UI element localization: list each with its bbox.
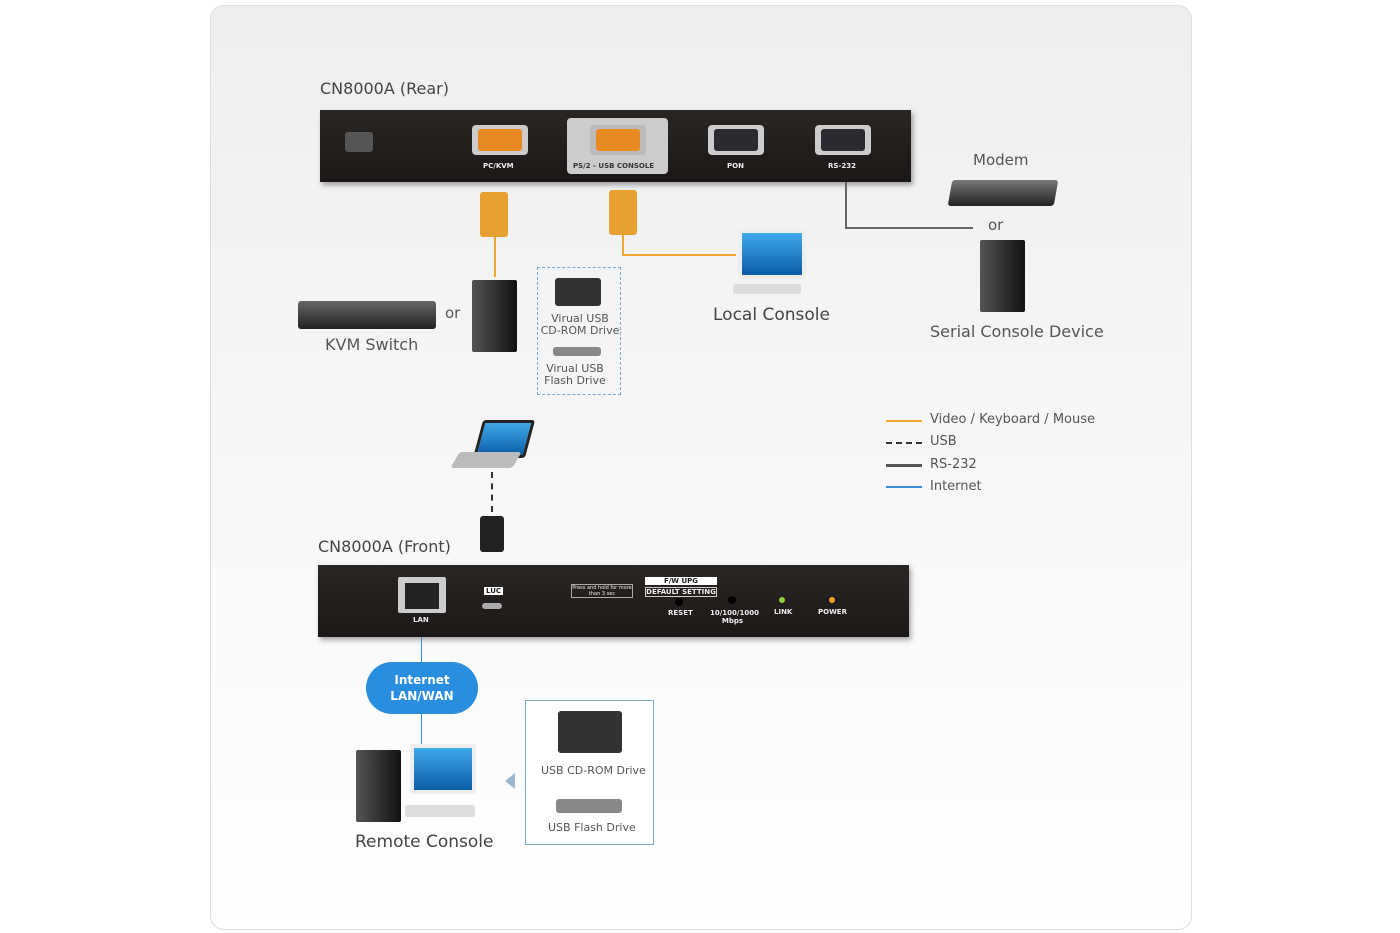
vkm-line <box>494 237 496 277</box>
rear-panel: PC/KVM PS/2 - USB CONSOLE PON RS-232 <box>320 110 911 182</box>
vga-connector-icon <box>609 190 637 235</box>
cd-rom-icon <box>555 278 601 306</box>
arrow-icon <box>505 773 515 789</box>
usb-cd-label: USB CD-ROM Drive <box>541 764 646 777</box>
reset-button[interactable] <box>675 598 683 606</box>
serial-console-label: Serial Console Device <box>930 322 1104 341</box>
rear-title: CN8000A (Rear) <box>320 79 449 98</box>
kvm-switch-icon <box>298 301 436 329</box>
lan-wan-label: LAN/WAN <box>390 689 454 703</box>
press-hold-label: Press and hold for more than 3 sec <box>571 584 633 598</box>
flash-drive-icon <box>556 799 622 813</box>
lan-label: LAN <box>413 616 429 624</box>
computer-icon <box>472 280 517 352</box>
kvm-switch-label: KVM Switch <box>325 335 419 354</box>
port-label: PS/2 - USB CONSOLE <box>573 162 655 170</box>
power-led <box>829 597 835 603</box>
remote-console-label: Remote Console <box>355 832 494 852</box>
modem-icon <box>947 180 1059 206</box>
local-console-label: Local Console <box>713 305 830 325</box>
console-port <box>590 125 646 155</box>
keyboard-icon <box>733 284 801 294</box>
power-jack-icon <box>345 132 373 152</box>
mini-usb-port <box>482 603 502 609</box>
or-label: or <box>445 304 461 322</box>
rs232-port <box>815 125 871 155</box>
port-label: PON <box>727 162 744 170</box>
remote-pc-icon <box>356 750 401 822</box>
lan-port <box>398 577 446 613</box>
luc-label: LUC <box>484 587 504 595</box>
modem-label: Modem <box>973 151 1029 169</box>
usb-line <box>491 472 493 512</box>
internet-label: Internet <box>394 673 450 687</box>
port-label: PC/KVM <box>483 162 514 170</box>
cd-rom-icon <box>558 711 622 753</box>
legend-item: Video / Keyboard / Mouse <box>930 412 1096 427</box>
keyboard-icon <box>405 805 475 817</box>
legend-item: RS-232 <box>930 457 977 472</box>
power-label: POWER <box>818 608 847 616</box>
front-title: CN8000A (Front) <box>318 537 451 556</box>
virtual-media-box: Virual USB CD-ROM Drive Virual USB Flash… <box>537 267 621 395</box>
port-label: RS-232 <box>828 162 856 170</box>
serial-device-pc-icon <box>980 240 1025 312</box>
flash-drive-icon <box>553 347 601 356</box>
link-led <box>779 597 785 603</box>
ethernet-led <box>728 596 736 604</box>
vkm-line <box>622 235 624 255</box>
internet-line <box>421 714 422 744</box>
front-panel: LAN LUC Press and hold for more than 3 s… <box>318 565 909 637</box>
legend-item: Internet <box>930 479 982 494</box>
vga-connector-icon <box>480 192 508 237</box>
laptop-base <box>450 452 522 468</box>
speed-label: 10/100/1000 Mbps <box>710 609 759 625</box>
usb-connector-icon <box>480 516 504 552</box>
link-label: LINK <box>774 608 793 616</box>
virtual-flash-label: Virual USB Flash Drive <box>544 362 606 387</box>
remote-monitor-icon <box>410 744 476 794</box>
usb-flash-label: USB Flash Drive <box>548 821 636 834</box>
media-box: USB CD-ROM Drive USB Flash Drive <box>525 700 654 845</box>
pc-kvm-port <box>472 125 528 155</box>
internet-cloud: Internet LAN/WAN <box>366 662 478 714</box>
internet-line <box>421 637 422 667</box>
legend-item: USB <box>930 434 957 449</box>
reset-label: RESET <box>668 609 693 617</box>
default-setting-label: DEFAULT SETTING <box>645 587 717 597</box>
rs232-line <box>845 182 847 228</box>
virtual-cd-label: Virual USB CD-ROM Drive <box>540 312 620 337</box>
rs232-line <box>845 227 973 229</box>
or-label: or <box>988 216 1004 234</box>
local-monitor-icon <box>738 229 806 279</box>
vkm-line <box>622 254 736 256</box>
fw-upg-label: F/W UPG <box>645 577 717 585</box>
pon-port <box>708 125 764 155</box>
